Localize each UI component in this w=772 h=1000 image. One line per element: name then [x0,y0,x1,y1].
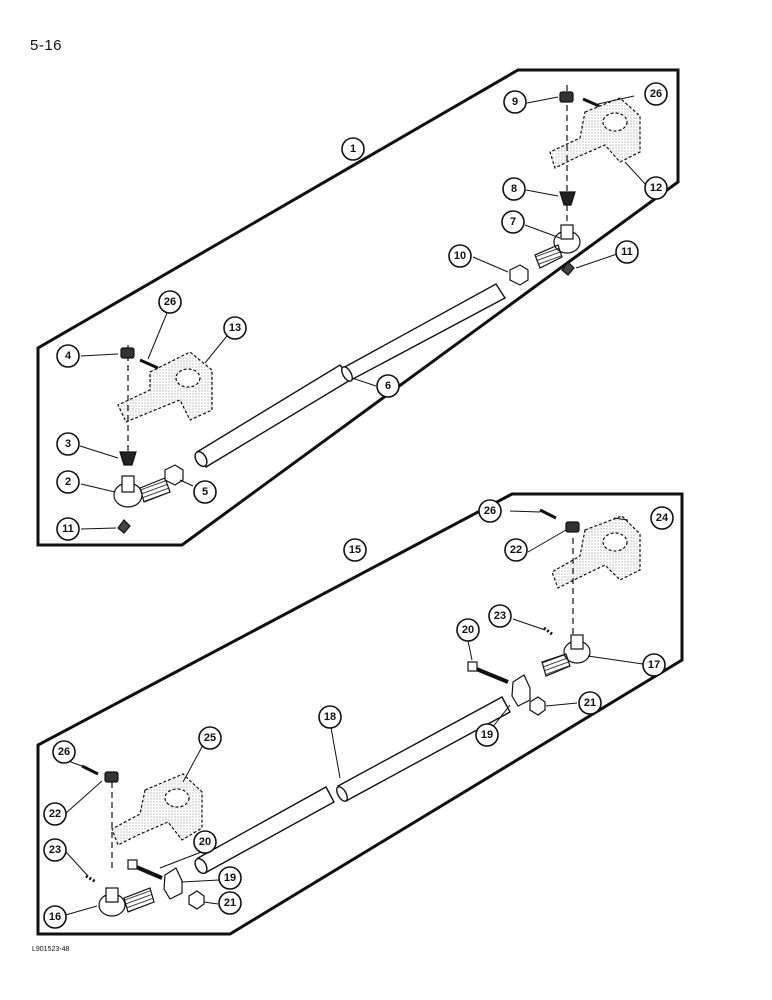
callout-8: 8 [502,177,526,201]
svg-text:8: 8 [511,183,517,195]
callout-19-upper: 19 [475,723,499,747]
svg-text:5: 5 [202,486,208,498]
steering-arm-lower-right [551,515,641,589]
svg-text:23: 23 [49,844,61,856]
callout-7: 7 [501,210,525,234]
callout-23-upper: 23 [488,604,512,628]
callout-20-upper: 20 [456,618,480,642]
svg-text:22: 22 [510,544,522,556]
page-number: 5-16 [30,37,63,54]
callout-5: 5 [193,480,217,504]
steering-arm-lower-left [111,773,203,846]
svg-text:21: 21 [584,697,596,709]
callout-21-lower: 21 [218,891,242,915]
svg-text:4: 4 [65,350,72,362]
lower-small-parts [81,508,591,917]
svg-text:23: 23 [494,610,506,622]
svg-text:6: 6 [385,380,391,392]
svg-text:3: 3 [65,438,71,450]
svg-text:10: 10 [454,250,466,262]
svg-text:26: 26 [484,505,496,517]
lower-assembly-panel [36,492,684,936]
svg-text:20: 20 [462,624,474,636]
callout-11-upper-right: 11 [615,240,639,264]
svg-text:11: 11 [621,246,633,258]
callout-20-lower: 20 [193,830,217,854]
svg-text:22: 22 [49,808,61,820]
callout-26-upper-left: 26 [158,290,182,314]
callout-10: 10 [448,244,472,268]
upper-assembly-panel [36,68,680,547]
svg-text:7: 7 [510,216,516,228]
callout-18: 18 [318,705,342,729]
callout-16: 16 [43,905,67,929]
tie-rod-tube-lower [194,696,511,875]
callout-15: 15 [343,538,367,562]
svg-text:19: 19 [224,872,236,884]
svg-text:2: 2 [65,476,71,488]
callout-22-upper: 22 [504,538,528,562]
callout-9: 9 [503,90,527,114]
callout-1: 1 [341,137,365,161]
svg-text:9: 9 [512,96,518,108]
callout-26-lower-left: 26 [52,740,76,764]
svg-text:13: 13 [229,322,241,334]
svg-text:21: 21 [224,897,236,909]
svg-text:16: 16 [49,911,61,923]
callouts: 1 2 3 4 5 6 7 8 9 10 11 11 12 13 15 16 1… [43,82,674,929]
callout-25: 25 [198,726,222,750]
svg-text:26: 26 [58,746,70,758]
svg-text:24: 24 [656,512,669,524]
callout-3: 3 [56,432,80,456]
callout-2: 2 [56,470,80,494]
svg-text:19: 19 [481,729,493,741]
tie-rod-tube-upper [194,283,506,468]
callout-23-lower: 23 [43,838,67,862]
callout-26-lower-right: 26 [478,499,502,523]
svg-text:11: 11 [62,523,74,535]
figure-reference: L901523-48 [32,946,70,953]
svg-text:12: 12 [650,182,662,194]
svg-text:1: 1 [350,143,356,155]
svg-text:17: 17 [648,659,660,671]
callout-21-upper: 21 [578,691,602,715]
callout-13: 13 [223,316,247,340]
callout-24: 24 [650,506,674,530]
steering-arm-upper-left [117,351,213,423]
svg-text:26: 26 [164,296,176,308]
callout-4: 4 [56,344,80,368]
svg-text:20: 20 [199,836,211,848]
callout-11-upper-left: 11 [56,517,80,541]
svg-text:18: 18 [324,711,336,723]
leader-lines [61,95,648,917]
upper-small-parts [113,85,600,534]
svg-text:26: 26 [650,88,662,100]
callout-26-upper-right: 26 [644,82,668,106]
callout-6: 6 [376,374,400,398]
svg-text:25: 25 [204,732,216,744]
callout-22-lower: 22 [43,802,67,826]
callout-17: 17 [642,653,666,677]
callout-19-lower: 19 [218,866,242,890]
callout-12: 12 [644,176,668,200]
svg-text:15: 15 [349,544,361,556]
steering-arm-upper-right [549,97,641,169]
